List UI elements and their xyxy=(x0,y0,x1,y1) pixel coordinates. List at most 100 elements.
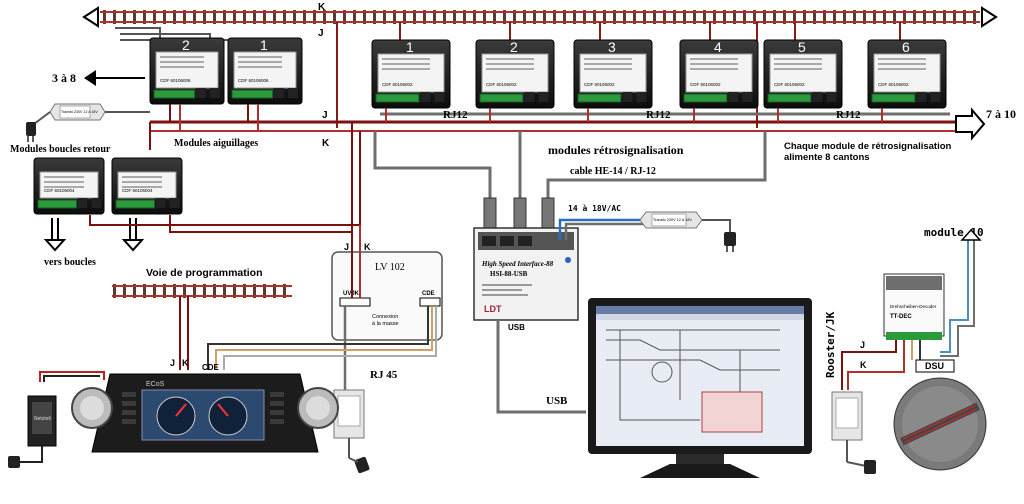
accessory-module-1-number: 1 xyxy=(260,37,268,53)
accessory-module-2-number: 2 xyxy=(182,37,190,53)
lv102-transformer xyxy=(333,389,370,474)
lv102-port-right: CDE xyxy=(422,291,435,297)
loop-module-1-id: CDF 60106004 xyxy=(44,188,75,193)
feedback-module-4-number: 4 xyxy=(714,39,722,55)
feedback-module-6: CDF 60106002 6 xyxy=(867,39,947,109)
right-k-label: K xyxy=(860,360,867,370)
loop-module-2-id: CDF 60106004 xyxy=(122,188,153,193)
decoder-line2: TT-DEC xyxy=(890,314,912,320)
feedback-module-6-number: 6 xyxy=(902,39,910,55)
more-modules-label: 3 à 8 xyxy=(52,71,76,85)
loop-module-group: CDF 60106004 CDF 60106004 xyxy=(33,157,183,215)
feedback-module-4: CDF 60106002 4 xyxy=(679,39,759,109)
ecos-psu: Netzteil xyxy=(8,371,105,468)
ecos-psu-label: Netzteil xyxy=(34,416,51,422)
feedback-module-6-id: CDF 60106002 xyxy=(878,82,909,87)
feedback-module-5-number: 5 xyxy=(798,39,806,55)
bus-k-label: K xyxy=(322,138,330,149)
feedback-module-5-id: CDF 60106002 xyxy=(774,82,805,87)
ecos-k-label: K xyxy=(182,358,189,368)
track-k-label: K xyxy=(318,2,326,13)
feedback-note-line2: alimente 8 cantons xyxy=(784,152,870,163)
feedback-module-2-number: 2 xyxy=(510,39,518,55)
right-transformer xyxy=(831,391,876,474)
left-transformer: Transfo 230V 12 à 18V xyxy=(26,103,150,142)
rooster-label: Rooster/JK xyxy=(824,311,837,378)
cable-label: cable HE-14 / RJ-12 xyxy=(570,166,656,177)
cable-plugs xyxy=(483,197,555,229)
programming-track xyxy=(112,284,292,298)
he14-cables xyxy=(373,131,767,200)
accessory-module-2-id: CDF 60106006 xyxy=(160,78,191,83)
accessory-module-2: CDF 60106006 2 xyxy=(149,37,225,105)
hsi-transformer-label: Transfo 230V 12 à 18V xyxy=(653,218,692,222)
module10-arrow-icon xyxy=(960,228,982,241)
feedback-module-1-number: 1 xyxy=(406,39,414,55)
hsi-interface: High Speed Interface-88 HSI-88-USB LDT xyxy=(473,227,579,321)
bus-j-label: J xyxy=(322,110,328,121)
accessory-module-1: CDF 60106006 1 xyxy=(227,37,303,105)
hsi-transformer: Transfo 230V 12 à 18V xyxy=(639,211,736,252)
right-j-label: J xyxy=(860,340,865,350)
turntable xyxy=(893,377,987,471)
lv102-title: LV 102 xyxy=(375,262,405,273)
lv102-k-label: K xyxy=(364,242,371,252)
lv102-ground-note-1: Connexion xyxy=(372,314,398,320)
feedback-module-3-id: CDF 60106002 xyxy=(584,82,615,87)
rj12-label-3: RJ12 xyxy=(836,109,861,121)
turntable-wires xyxy=(841,340,921,390)
turntable-decoder: Drehscheiben-Decoder TT-DEC xyxy=(883,273,945,340)
svg-text:LDT: LDT xyxy=(484,304,502,314)
ecos-j-label: J xyxy=(170,358,175,368)
accessory-module-1-id: CDF 60106006 xyxy=(238,78,269,83)
main-track xyxy=(100,10,980,24)
loop-bus-wires xyxy=(89,122,361,233)
programming-label: Voie de programmation xyxy=(146,267,263,279)
programming-wires xyxy=(179,296,189,370)
ecos-brand: ECoS xyxy=(146,381,165,388)
feedback-module-3-number: 3 xyxy=(608,39,616,55)
module10-wires xyxy=(940,240,975,357)
hsi-power-wires xyxy=(558,218,646,240)
usb-cable xyxy=(496,320,586,414)
feedback-module-3: CDF 60106002 3 xyxy=(573,39,653,109)
bus-arrow-right-icon xyxy=(955,107,986,141)
arrow-right-icon xyxy=(981,6,998,28)
rj12-label-1: RJ12 xyxy=(443,109,468,121)
loop-module-1: CDF 60106004 xyxy=(33,157,105,215)
accessory-caption: Modules aiguillages xyxy=(174,138,258,149)
track-j-label-left: J xyxy=(318,28,324,39)
feedback-module-1: CDF 60106002 1 xyxy=(371,39,451,109)
hsi-line2: HSI-88-USB xyxy=(490,270,528,278)
rj45-label: RJ 45 xyxy=(370,369,398,381)
feedback-module-4-id: CDF 60106002 xyxy=(690,82,721,87)
bus-lines xyxy=(150,120,960,132)
feedback-module-1-id: CDF 60106002 xyxy=(382,82,413,87)
dsu-box xyxy=(915,359,955,373)
arrow-left-icon xyxy=(82,6,99,28)
continuation-label: 7 à 10 xyxy=(986,107,1016,121)
to-loops-label: vers boucles xyxy=(44,257,96,268)
left-transformer-label: Transfo 230V 12 à 18V xyxy=(61,110,98,114)
feedback-note-line1: Chaque module de rétrosignalisation xyxy=(784,141,952,152)
feedback-module-5: CDF 60106002 5 xyxy=(763,39,843,109)
hsi-usb-label: USB xyxy=(508,323,525,332)
loop-arrows xyxy=(43,218,145,252)
lv102-wires xyxy=(207,225,437,390)
feedback-caption: modules rétrosignalisation xyxy=(548,143,684,157)
lv102-ground-note-2: à la masse xyxy=(372,321,399,327)
lv102-booster: LV 102 UVJK CDE Connexion à la masse xyxy=(331,251,443,341)
decoder-line1: Drehscheiben-Decoder xyxy=(890,304,937,309)
computer-usb-label: USB xyxy=(546,395,568,407)
more-modules-arrow-icon xyxy=(84,70,96,86)
loop-module-2: CDF 60106004 xyxy=(111,157,183,215)
lv102-j-label: J xyxy=(344,242,349,252)
dsu-label: DSU xyxy=(925,361,944,371)
ecos-cde-label: CDE xyxy=(202,363,220,372)
loops-caption: Modules boucles retour xyxy=(10,144,111,155)
